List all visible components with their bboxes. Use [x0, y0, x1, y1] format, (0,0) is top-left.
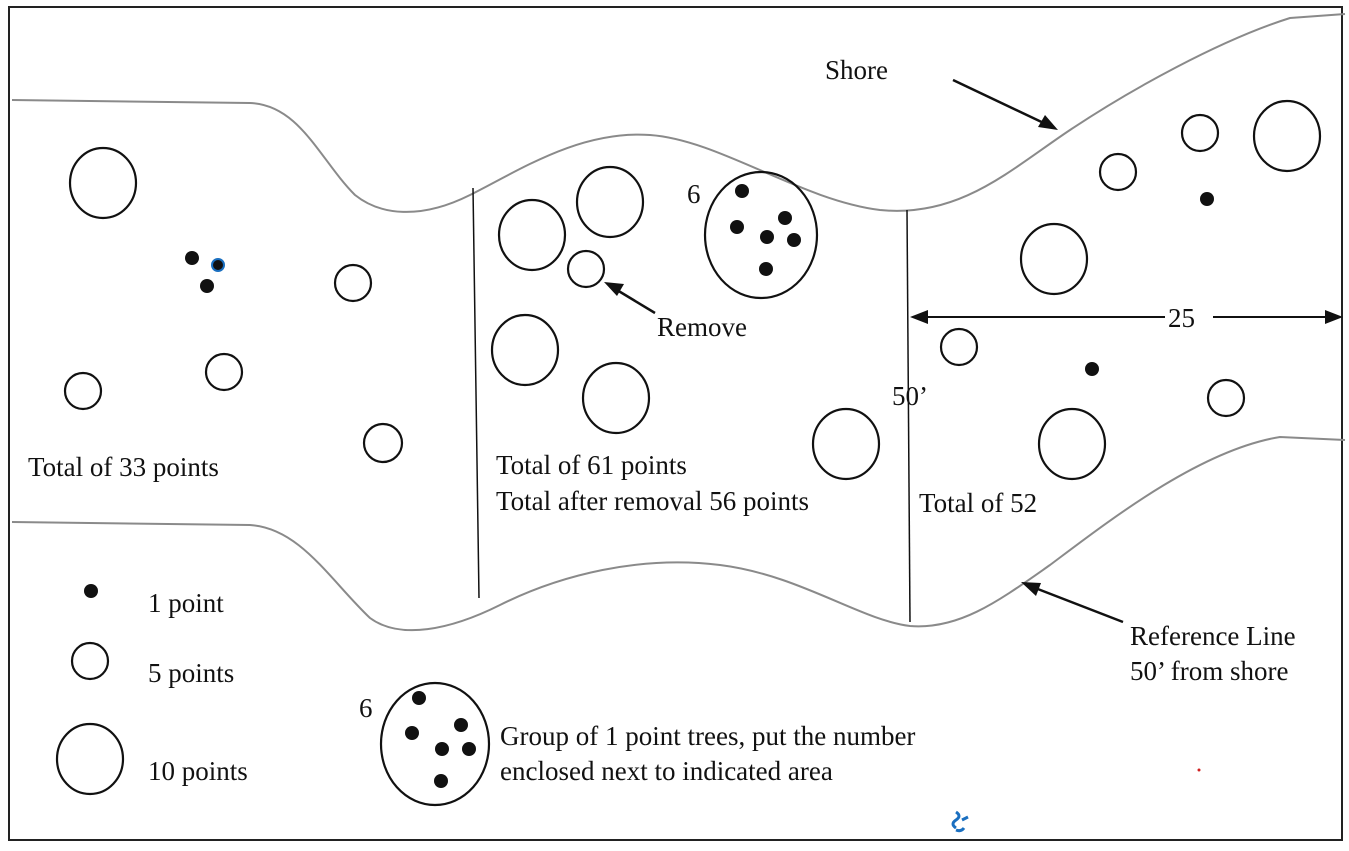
one-point-tree: [778, 211, 792, 225]
section-3-total: Total of 52: [919, 488, 1037, 518]
section-2-total: Total of 61 points: [496, 450, 687, 480]
ten-point-tree: [1037, 407, 1107, 481]
removed-five-point-tree: [566, 249, 606, 289]
section-1-dots: [185, 251, 225, 293]
one-point-tree: [185, 251, 199, 265]
section-divider-1: [472, 187, 480, 599]
section-2-trees: [490, 165, 881, 481]
one-point-tree: [1200, 192, 1214, 206]
width-dimension-arrow: [910, 310, 1343, 324]
five-point-tree: [1206, 378, 1246, 418]
ten-point-tree: [1252, 99, 1322, 173]
ten-point-tree: [68, 146, 138, 220]
five-point-tree: [63, 371, 103, 411]
section-divider-2: [906, 209, 911, 623]
diagram-border: [8, 6, 1343, 841]
one-point-tree: [759, 262, 773, 276]
legend-group-description-2: enclosed next to indicated area: [500, 756, 833, 786]
reference-line-label-1: Reference Line: [1130, 621, 1296, 651]
section-1-total: Total of 33 points: [28, 452, 219, 482]
reference-line-arrow: [1021, 582, 1124, 624]
one-point-tree: [760, 230, 774, 244]
five-point-tree: [1098, 152, 1138, 192]
legend-five-points-symbol: [70, 641, 110, 681]
one-point-tree: [1085, 362, 1099, 376]
five-point-tree: [204, 352, 244, 392]
one-point-tree: [200, 279, 214, 293]
legend-ten-points-label: 10 points: [148, 756, 248, 786]
section-1-trees: [63, 146, 404, 464]
five-point-tree: [333, 263, 373, 303]
five-point-tree: [362, 422, 404, 464]
section-3-dots: [1085, 192, 1214, 376]
one-point-tree: [787, 233, 801, 247]
legend-group-enclosure: [379, 681, 491, 807]
width-dimension-label: 25: [1168, 303, 1195, 333]
depth-dimension-label: 50’: [892, 381, 928, 411]
group-count-label: 6: [687, 179, 701, 209]
legend: 1 point 5 points 10 points 6 Group of 1 …: [55, 584, 915, 807]
legend-one-point-symbol: [84, 584, 98, 598]
legend-five-points-label: 5 points: [148, 658, 234, 688]
one-point-tree: [735, 184, 749, 198]
legend-one-point-label: 1 point: [148, 588, 224, 618]
stray-ink-mark: [951, 810, 969, 833]
legend-group-description-1: Group of 1 point trees, put the number: [500, 721, 915, 751]
ten-point-tree: [811, 407, 881, 481]
ten-point-tree: [575, 165, 645, 239]
section-2-total-after-removal: Total after removal 56 points: [496, 486, 809, 516]
section-2-group-dots: [730, 184, 801, 276]
ten-point-tree: [497, 198, 567, 272]
remove-arrow: [604, 282, 656, 315]
remove-label: Remove: [657, 312, 747, 342]
one-point-tree: [211, 258, 225, 272]
tree-group-enclosure: [703, 170, 819, 300]
legend-ten-points-symbol: [55, 722, 125, 796]
one-point-tree: [730, 220, 744, 234]
ten-point-tree: [1019, 222, 1089, 296]
five-point-tree: [939, 327, 979, 367]
shoreline-curve: [11, 13, 1346, 213]
ten-point-tree: [490, 313, 560, 387]
legend-group-count: 6: [359, 693, 373, 723]
section-3-trees: [939, 99, 1322, 481]
reference-line-curve: [11, 435, 1346, 632]
ten-point-tree: [581, 361, 651, 435]
five-point-tree: [1180, 113, 1220, 153]
shore-label: Shore: [825, 55, 888, 85]
shore-arrow: [952, 78, 1058, 130]
stray-red-speck: [1197, 768, 1201, 772]
legend-group-dots: [405, 691, 476, 788]
reference-line-label-2: 50’ from shore: [1130, 656, 1288, 686]
